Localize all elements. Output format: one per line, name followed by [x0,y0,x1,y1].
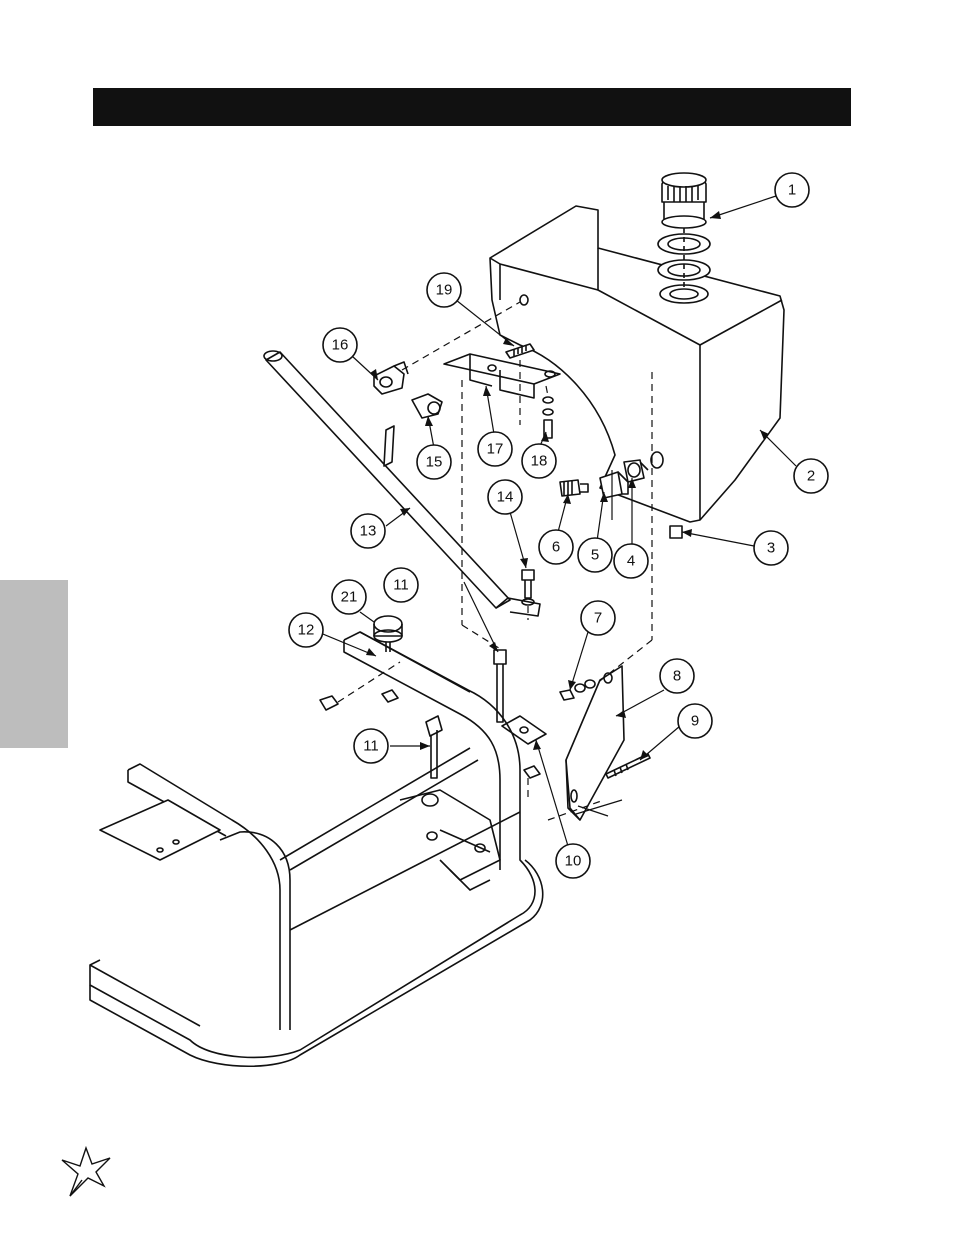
callout-2: 2 [794,459,828,493]
callout-7: 7 [581,601,615,635]
bracket-17 [444,354,560,398]
svg-text:15: 15 [426,454,443,471]
svg-text:19: 19 [436,282,453,299]
callout-21: 21 [332,580,366,614]
svg-text:13: 13 [360,523,377,540]
callout-13: 13 [351,514,385,548]
callout-16: 16 [323,328,357,362]
svg-text:11: 11 [393,577,409,594]
callout-1: 1 [775,173,809,207]
svg-text:14: 14 [497,489,514,506]
svg-text:4: 4 [627,553,635,570]
callout-4: 4 [614,544,648,578]
svg-text:10: 10 [565,853,582,870]
fitting-6 [560,480,588,496]
svg-text:16: 16 [332,337,349,354]
callout-3: 3 [754,531,788,565]
callout-15: 15 [417,445,451,479]
bolt-14 [522,570,534,605]
callout-17: 17 [478,432,512,466]
svg-text:6: 6 [552,539,560,556]
nuts [320,680,595,778]
bracket-10 [502,716,546,744]
fitting-15 [412,394,442,418]
frame [90,632,543,1066]
callout-9: 9 [678,704,712,738]
callout-11-lower: 11 [354,729,388,763]
callout-5: 5 [578,538,612,572]
svg-text:5: 5 [591,547,599,564]
callout-6: 6 [539,530,573,564]
svg-text:8: 8 [673,668,681,685]
callout-19: 19 [427,273,461,307]
svg-text:11: 11 [363,738,379,755]
callout-11-upper: 11 [384,568,418,602]
svg-text:18: 18 [531,453,548,470]
star-logo-icon [62,1148,110,1196]
svg-text:2: 2 [807,468,815,485]
bolt-18 [543,397,553,438]
callout-10: 10 [556,844,590,878]
fitting-16 [374,362,408,394]
svg-text:17: 17 [487,441,504,458]
plug-3 [670,526,682,538]
svg-text:12: 12 [298,622,315,639]
svg-text:21: 21 [341,589,358,606]
svg-text:3: 3 [767,540,775,557]
svg-text:1: 1 [788,182,796,199]
callout-18: 18 [522,444,556,478]
callout-14: 14 [488,480,522,514]
svg-text:9: 9 [691,713,699,730]
bolt-19 [506,344,534,358]
svg-text:7: 7 [594,610,602,627]
callout-8: 8 [660,659,694,693]
callout-12: 12 [289,613,323,647]
bolt-11-long [494,650,506,722]
bushing-4 [624,460,644,482]
